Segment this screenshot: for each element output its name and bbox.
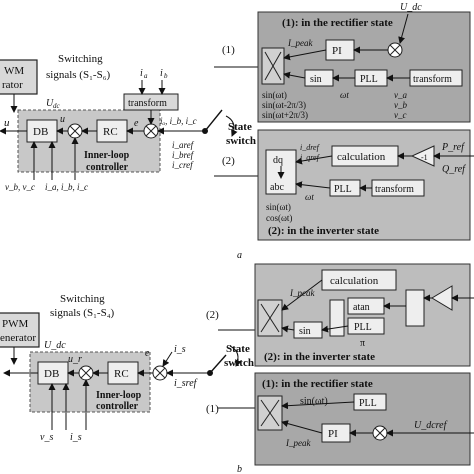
ib-label-a: i <box>160 68 163 79</box>
db-label-a: DB <box>33 126 48 138</box>
qref-label-a: Q_ref <box>442 164 466 175</box>
udcref-label-b: U_dcref <box>414 420 448 431</box>
pll-label-b2: PLL <box>359 398 377 409</box>
iabc-label-a: i_a, i_b, i_c <box>45 182 88 192</box>
svg-text:b: b <box>164 72 168 80</box>
udc-label-b: U_dc <box>44 340 66 351</box>
wt-label-a: ωt <box>340 90 349 100</box>
sin-label-b: sin <box>299 326 311 337</box>
ia-label-a: i <box>140 68 143 79</box>
rectifier-panel-b <box>254 372 471 466</box>
vb-label-a: v_b <box>394 100 407 110</box>
is-label-b: i_s <box>174 344 186 355</box>
pi-symbol-b: π <box>360 338 365 349</box>
state-switch-label-a2: switch <box>226 135 256 147</box>
calculation-label-a: calculation <box>337 151 386 163</box>
ibref-label-a: i_bref <box>172 150 195 160</box>
state-switch-label-a: State <box>228 121 252 133</box>
udc-label-a: U <box>46 98 54 109</box>
pll-label-a: PLL <box>360 74 378 85</box>
controller-label-a: controller <box>86 162 129 173</box>
rectifier-title-b: (1): in the rectifier state <box>262 378 373 390</box>
is-label-b2: i_s <box>70 432 82 443</box>
caption-b: b <box>237 464 242 474</box>
pwm-label-a2: rator <box>2 79 23 91</box>
db-label-b: DB <box>44 368 59 380</box>
sinwt3-label-a: sin(ωt+2π/3) <box>262 110 308 120</box>
isref-label-b: i_sref <box>174 378 198 389</box>
atan-label-b: atan <box>353 302 370 313</box>
udc-top-label-a: U_dc <box>400 2 422 13</box>
iaref-label-a: i_aref <box>172 140 195 150</box>
pll-label-a2: PLL <box>334 184 352 195</box>
inner-loop-label-b: Inner-loop <box>96 390 142 401</box>
svg-text:a: a <box>144 72 148 80</box>
pwm-generator-box-a <box>0 59 38 95</box>
ipeak-label-a: I_peak <box>287 38 313 48</box>
sinwt2-label-a: sin(ωt-2π/3) <box>262 100 306 110</box>
rc-label-b: RC <box>114 368 129 380</box>
idref-label-a: i_dref <box>300 143 321 152</box>
switching-signals-b: signals (S₁-S₄) <box>50 307 115 319</box>
pwm-label-b: PWM <box>2 318 29 330</box>
rectifier-title-a: (1): in the rectifier state <box>282 17 393 29</box>
rectifier-panel-a <box>257 11 471 123</box>
abc-label-a: abc <box>270 182 284 193</box>
e-label-b: e <box>145 348 150 359</box>
path-1-label-a: (1) <box>222 44 235 56</box>
icref-label-a: i_cref <box>172 160 194 170</box>
rc-label-a: RC <box>103 126 118 138</box>
inner-loop-label-a: Inner-loop <box>84 150 130 161</box>
path-1-label-b: (1) <box>206 403 219 415</box>
vbvc-label-a: v_b, v_c <box>5 182 35 192</box>
coswt-label-a2: cos(ωt) <box>266 213 292 223</box>
calculation-label-b: calculation <box>330 275 379 287</box>
va-label-a: v_a <box>394 90 407 100</box>
sinwt-label-a2: sin(ωt) <box>266 202 291 212</box>
dq-label-a: dq <box>273 155 283 166</box>
pi-label-a: PI <box>332 45 342 57</box>
vs-label-b: v_s <box>40 432 53 443</box>
pref-label-a: P_ref <box>441 142 465 153</box>
ipeak-label-b2: I_peak <box>285 438 311 448</box>
transform-r-label-a: transform <box>413 74 452 85</box>
ipeak-label-b: I_peak <box>289 288 315 298</box>
pi-label-b: PI <box>328 428 338 440</box>
ur-label-a: u <box>60 114 65 125</box>
sinwt-label-b: sin(ωt) <box>300 396 328 407</box>
minus1-label-a: -1 <box>421 153 428 162</box>
switching-label-a: Switching <box>58 53 103 65</box>
wt-label-a2: ωt <box>305 192 314 202</box>
pll-label-b: PLL <box>354 322 372 333</box>
inverter-title-a: (2): in the inverter state <box>268 225 379 237</box>
inverter-title-b: (2): in the inverter state <box>264 351 375 363</box>
state-switch-label-b2: switch <box>224 357 254 369</box>
path-2-label-b: (2) <box>206 309 219 321</box>
controller-label-b: controller <box>96 401 139 412</box>
switching-label-b: Switching <box>60 293 105 305</box>
ur-label-b: u_r <box>68 354 82 365</box>
pwm-generator-box-b <box>0 312 40 348</box>
diagram-b: PWM enerator Switching signals (S₁-S₄) U… <box>0 263 474 474</box>
divider-block-b <box>405 289 425 327</box>
currents-label-a: iₐ, i_b, i_c <box>160 116 197 126</box>
iqref-label-a: i_qref <box>300 153 321 162</box>
transform-label-a: transform <box>128 98 167 109</box>
transform-label-a2: transform <box>375 184 414 195</box>
e-label-a: e <box>134 118 139 129</box>
pwm-label-a: WM <box>4 65 24 77</box>
u-label-a: u <box>4 117 10 129</box>
sinwt-label-a: sin(ωt) <box>262 90 287 100</box>
caption-a: a <box>237 250 242 261</box>
switching-signals-a: signals (S₁-S₆) <box>46 69 111 81</box>
vc-label-a: v_c <box>394 110 407 120</box>
state-switch-label-b: State <box>226 343 250 355</box>
path-2-label-a: (2) <box>222 155 235 167</box>
svg-text:dc: dc <box>53 102 61 110</box>
pwm-label-b2: enerator <box>0 332 36 344</box>
diagram-a: WM rator Switching signals (S₁-S₆) U dc … <box>0 2 474 261</box>
sin-label-a: sin <box>310 74 322 85</box>
sum-block-b <box>329 299 345 337</box>
